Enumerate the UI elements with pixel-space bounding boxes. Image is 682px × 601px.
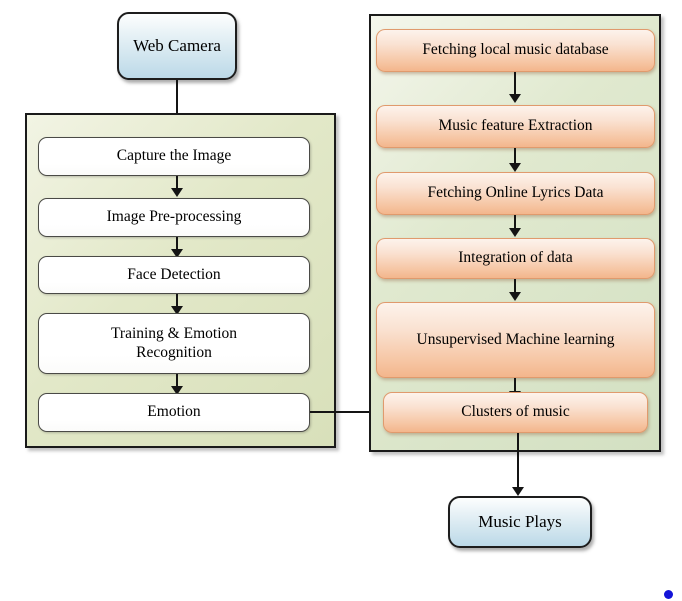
node-music-feature-extraction[interactable]: Music feature Extraction <box>376 105 655 148</box>
node-fetching-local-music-database[interactable]: Fetching local music database <box>376 29 655 72</box>
blue-dot-marker <box>664 590 673 599</box>
node-music-feature-extraction-label: Music feature Extraction <box>438 117 593 135</box>
node-training-emotion-recognition-label: Training & Emotion Recognition <box>110 324 238 361</box>
node-fetching-online-lyrics-data-label: Fetching Online Lyrics Data <box>427 184 604 202</box>
node-fetching-local-music-database-label: Fetching local music database <box>422 41 609 59</box>
connector-preprocess-facedetect-line <box>176 237 178 250</box>
connector-clusters-musicplays-line <box>517 433 519 490</box>
connector-webcamera-capture-line <box>176 80 178 127</box>
connector-clusters-musicplays-arrow <box>512 487 524 496</box>
node-unsupervised-machine-learning[interactable]: Unsupervised Machine learning <box>376 302 655 378</box>
connector-feature-lyrics-line <box>514 148 516 164</box>
node-music-plays-label: Music Plays <box>478 511 562 531</box>
connector-training-emotion-arrow <box>171 386 183 395</box>
connector-lyrics-integration-line <box>514 215 516 229</box>
connector-integration-ml-arrow <box>509 292 521 301</box>
connector-emotion-clusters-line <box>310 411 376 413</box>
connector-training-emotion-line <box>176 374 178 387</box>
node-integration-of-data-label: Integration of data <box>458 249 573 267</box>
node-emotion[interactable]: Emotion <box>38 393 310 432</box>
node-web-camera[interactable]: Web Camera <box>117 12 237 80</box>
node-face-detection[interactable]: Face Detection <box>38 256 310 294</box>
node-face-detection-label: Face Detection <box>127 265 221 283</box>
connector-capture-preprocess-arrow <box>171 188 183 197</box>
connector-localdb-feature-line <box>514 72 516 95</box>
connector-localdb-feature-arrow <box>509 94 521 103</box>
node-web-camera-label: Web Camera <box>133 35 221 55</box>
node-emotion-label: Emotion <box>147 403 201 421</box>
node-training-emotion-recognition[interactable]: Training & Emotion Recognition <box>38 313 310 374</box>
connector-integration-ml-line <box>514 279 516 293</box>
connector-ml-clusters-line <box>514 378 516 392</box>
node-capture-the-image-label: Capture the Image <box>116 147 232 165</box>
connector-facedetect-training-arrow <box>171 306 183 315</box>
connector-lyrics-integration-arrow <box>509 228 521 237</box>
connector-facedetect-training-line <box>176 294 178 307</box>
node-integration-of-data[interactable]: Integration of data <box>376 238 655 279</box>
node-music-plays[interactable]: Music Plays <box>448 496 592 548</box>
connector-feature-lyrics-arrow <box>509 163 521 172</box>
node-image-pre-processing-label: Image Pre-processing <box>106 208 242 226</box>
node-image-pre-processing[interactable]: Image Pre-processing <box>38 198 310 237</box>
node-clusters-of-music-label: Clusters of music <box>461 403 570 421</box>
node-unsupervised-machine-learning-label: Unsupervised Machine learning <box>416 330 615 348</box>
connector-capture-preprocess-line <box>176 176 178 189</box>
node-capture-the-image[interactable]: Capture the Image <box>38 137 310 176</box>
node-fetching-online-lyrics-data[interactable]: Fetching Online Lyrics Data <box>376 172 655 215</box>
connector-preprocess-facedetect-arrow <box>171 249 183 258</box>
node-clusters-of-music[interactable]: Clusters of music <box>383 392 648 433</box>
